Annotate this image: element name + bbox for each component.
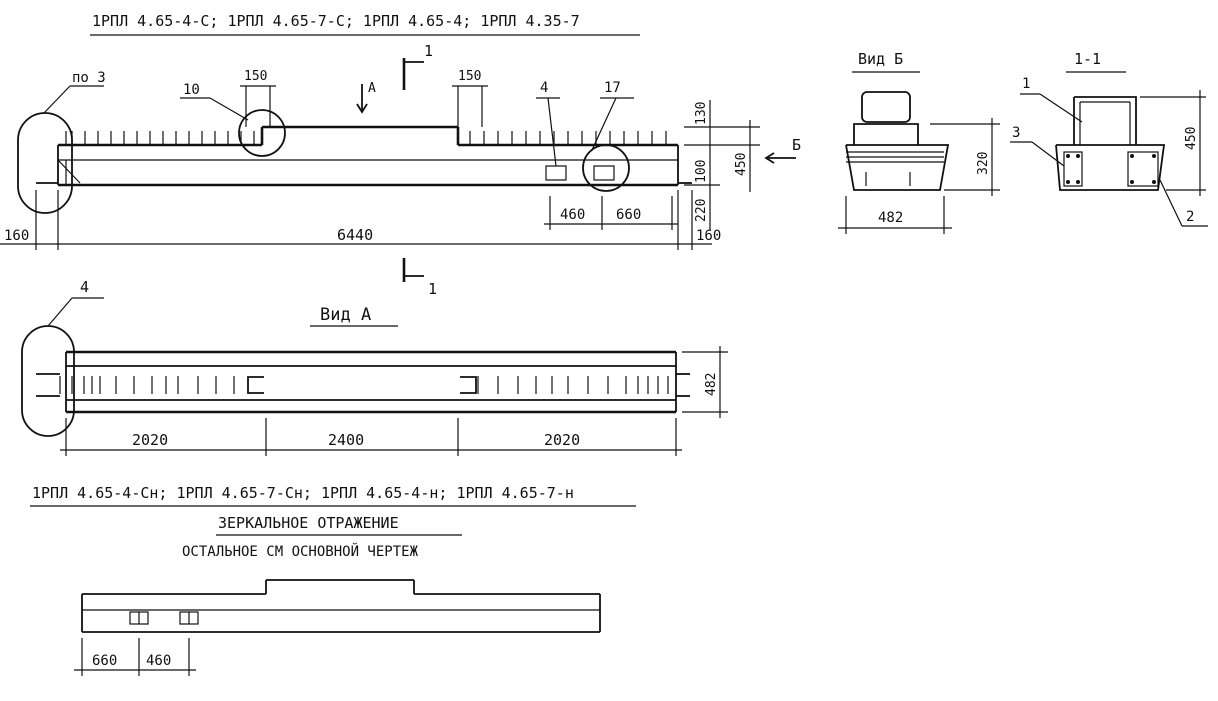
dim-160-right: 160 bbox=[696, 228, 721, 244]
plan-bracket-left bbox=[247, 376, 264, 394]
detail-circle-17 bbox=[582, 144, 630, 192]
view-b-mid bbox=[853, 123, 919, 145]
view-b-label: Вид Б bbox=[858, 50, 903, 68]
section-flange bbox=[1055, 144, 1166, 191]
dim-6440: 6440 bbox=[337, 226, 373, 244]
dim-160-left: 160 bbox=[4, 228, 29, 244]
dim-220: 220 bbox=[694, 199, 709, 222]
detail-ellipse-po3 bbox=[17, 112, 73, 214]
plan-bracket-right bbox=[460, 376, 477, 394]
plan-dim-2020-left: 2020 bbox=[132, 431, 168, 449]
callout-17: 17 bbox=[604, 80, 621, 96]
section-callout-3: 3 bbox=[1012, 125, 1020, 141]
detail-circle-10 bbox=[238, 109, 286, 157]
mirror-view: 660 460 bbox=[74, 579, 601, 676]
dim-150-right: 150 bbox=[458, 69, 481, 84]
embedded-part-a bbox=[545, 165, 567, 181]
section-web bbox=[1074, 96, 1137, 145]
section-label: 1-1 bbox=[1074, 50, 1101, 68]
view-b: Вид Б 320 482 bbox=[838, 50, 1000, 234]
view-b-body bbox=[845, 144, 950, 191]
stirrup-ticks-right bbox=[469, 131, 667, 145]
dim-130: 130 bbox=[694, 102, 709, 125]
callout-10: 10 bbox=[183, 82, 200, 98]
section-dim-450: 450 bbox=[1184, 127, 1199, 150]
end-hatch bbox=[57, 159, 81, 184]
section-1-1: 1-1 1 3 2 450 bbox=[1010, 50, 1208, 227]
stirrup-ticks-left bbox=[65, 131, 255, 145]
plan-ticks-right bbox=[477, 376, 669, 394]
plan-view-a: Вид А bbox=[21, 278, 728, 456]
mirror-dim-460: 460 bbox=[146, 653, 171, 669]
embedded-part-b bbox=[593, 165, 615, 181]
dim-660: 660 bbox=[616, 207, 641, 223]
title-top: 1РПЛ 4.65-4-С; 1РПЛ 4.65-7-С; 1РПЛ 4.65-… bbox=[92, 12, 580, 30]
dim-450-elev: 450 bbox=[734, 153, 749, 176]
section-callout-2: 2 bbox=[1186, 209, 1194, 225]
title-rest: ОСТАЛЬНОЕ СМ ОСНОВНОЙ ЧЕРТЕЖ bbox=[182, 542, 419, 560]
note-po3: по 3 bbox=[72, 70, 106, 86]
callout-4-elevation: 4 bbox=[540, 80, 548, 96]
title-bottom: 1РПЛ 4.65-4-Сн; 1РПЛ 4.65-7-Сн; 1РПЛ 4.6… bbox=[32, 484, 574, 502]
plan-dim-482: 482 bbox=[704, 373, 719, 396]
view-arrow-a-label: А bbox=[368, 81, 376, 96]
plan-callout-4: 4 bbox=[80, 278, 89, 296]
beam-elevation: по 3 10 17 4 1 1 А Б bbox=[17, 42, 801, 298]
plan-label: Вид А bbox=[320, 305, 371, 325]
dim-460: 460 bbox=[560, 207, 585, 223]
view-arrow-b-label: Б bbox=[792, 136, 801, 154]
section-mark-bottom: 1 bbox=[428, 280, 437, 298]
section-callout-1: 1 bbox=[1022, 76, 1030, 92]
title-mirror: ЗЕРКАЛЬНОЕ ОТРАЖЕНИЕ bbox=[218, 514, 399, 532]
view-b-dim-482: 482 bbox=[878, 210, 903, 226]
plan-dim-2400: 2400 bbox=[328, 431, 364, 449]
mirror-dim-660: 660 bbox=[92, 653, 117, 669]
view-b-top-block bbox=[861, 91, 911, 123]
dim-100: 100 bbox=[694, 160, 709, 183]
section-mark-top: 1 bbox=[424, 42, 433, 60]
dim-150-left: 150 bbox=[244, 69, 267, 84]
plan-dim-2020-right: 2020 bbox=[544, 431, 580, 449]
elevation-dimensions: 150 150 160 6440 160 460 660 130 450 100… bbox=[0, 69, 760, 250]
view-b-dim-320: 320 bbox=[976, 152, 991, 175]
plan-ticks-left bbox=[59, 376, 235, 394]
